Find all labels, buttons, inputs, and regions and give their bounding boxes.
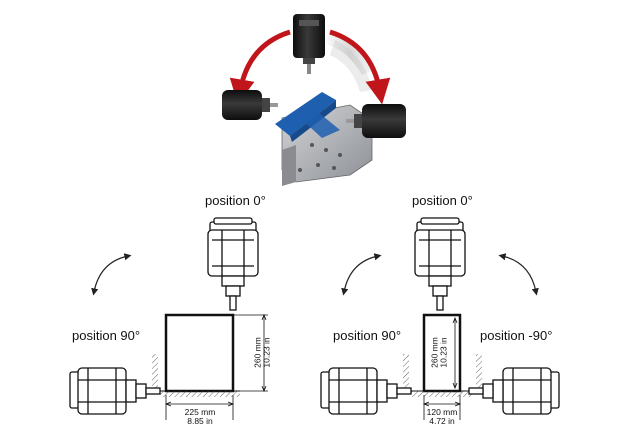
rotation-arrow-right bbox=[329, 29, 391, 105]
motor-top-left-diagram bbox=[207, 217, 259, 311]
workpiece-left bbox=[164, 313, 235, 393]
label-position-90-left: position 90° bbox=[72, 328, 141, 343]
left-width-mm: 225 mm bbox=[184, 407, 216, 417]
label-position-0-right: position 0° bbox=[412, 193, 473, 208]
floor-hatch-left bbox=[160, 391, 240, 397]
blue-workpiece bbox=[275, 92, 340, 142]
label-position-90-right: position 90° bbox=[333, 328, 402, 343]
rotation-arrow-left bbox=[229, 29, 291, 105]
motor-top-photo bbox=[293, 14, 325, 74]
width-dim-left bbox=[164, 395, 235, 420]
motor-side-right-diagram-neg90 bbox=[468, 367, 560, 415]
motor-side-right-diagram-90 bbox=[320, 367, 412, 415]
motor-top-right-diagram bbox=[414, 217, 466, 311]
label-position-neg90-right: position -90° bbox=[480, 328, 553, 343]
width-dim-right bbox=[422, 395, 462, 420]
rotate-arrow-right-diagram-right bbox=[498, 253, 539, 296]
right-width-in: 4.72 in bbox=[429, 416, 455, 426]
left-width-in: 8.85 in bbox=[187, 416, 213, 426]
label-position-0-left: position 0° bbox=[205, 193, 266, 208]
motor-side-left-diagram bbox=[69, 367, 161, 415]
rotate-arrow-right-diagram-left bbox=[341, 253, 382, 296]
floor-hatch-right bbox=[410, 391, 474, 397]
wall-hatch-right-right bbox=[476, 354, 482, 392]
motion-blur bbox=[325, 30, 375, 92]
right-diagram bbox=[320, 217, 560, 420]
motor-left-photo bbox=[222, 90, 278, 120]
height-dim-left bbox=[233, 313, 268, 393]
left-height-in: 10.23 in bbox=[261, 337, 272, 368]
right-width-mm: 120 mm bbox=[426, 407, 458, 417]
right-height-in: 10.23 in bbox=[438, 337, 449, 368]
top-illustration bbox=[222, 14, 406, 186]
left-diagram bbox=[69, 217, 268, 420]
motor-right-photo bbox=[346, 104, 406, 138]
rotate-arrow-left-diagram bbox=[91, 253, 132, 296]
height-dim-right bbox=[452, 316, 458, 390]
wall-hatch-right-left bbox=[403, 354, 409, 392]
wall-hatch-left bbox=[152, 354, 158, 392]
